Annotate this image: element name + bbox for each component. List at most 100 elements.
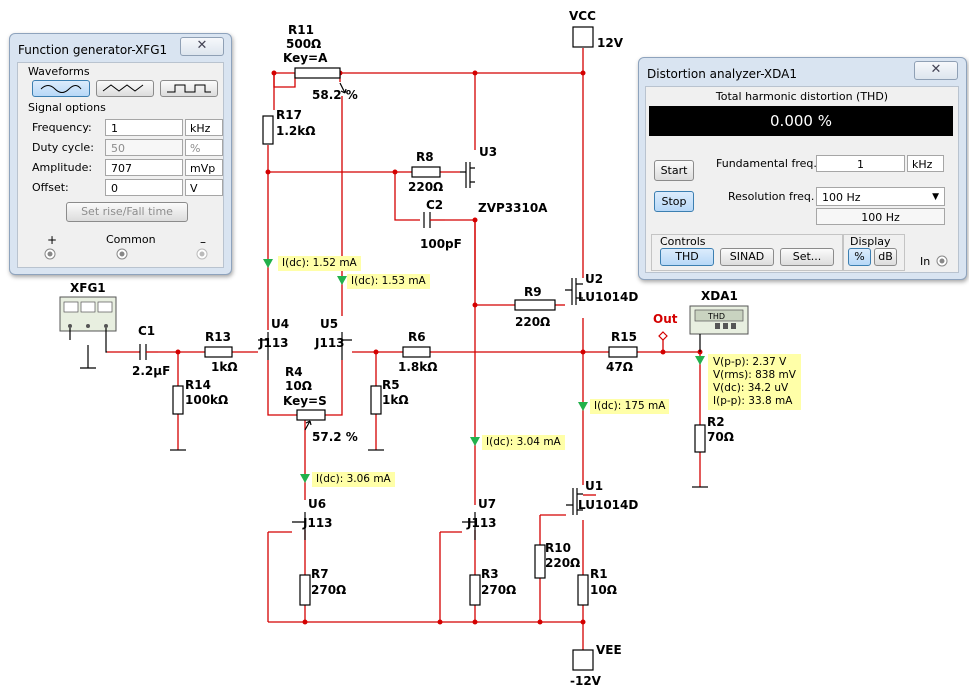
frequency-unit[interactable]: kHz [185, 119, 223, 136]
r4-percent: 57.2 % [312, 430, 358, 444]
r11-value: 500Ω [286, 37, 321, 51]
r6-value: 1.8kΩ [398, 360, 437, 374]
xda1-instrument-icon[interactable] [689, 305, 749, 352]
r7-resistor[interactable] [299, 574, 311, 606]
frequency-label: Frequency: [32, 121, 92, 134]
r13-value: 1kΩ [211, 360, 238, 374]
r2-name: R2 [707, 415, 725, 429]
square-wave-button[interactable] [160, 80, 218, 97]
probe-note-u2: I(dc): 175 mA [590, 399, 670, 414]
vee-value: -12V [570, 674, 602, 688]
r10-resistor[interactable] [534, 544, 546, 579]
db-button[interactable]: dB [874, 248, 897, 266]
window-title: Function generator-XFG1 [18, 43, 168, 57]
r1-value: 10Ω [590, 583, 617, 597]
r14-resistor[interactable] [172, 385, 184, 415]
fundamental-freq-unit[interactable]: kHz [907, 155, 944, 172]
u2-name: U2 [585, 272, 603, 286]
probe-note-output: V(p-p): 2.37 V V(rms): 838 mV V(dc): 34.… [708, 354, 801, 410]
r4-potentiometer[interactable] [296, 409, 326, 421]
probe-arrow-icon [695, 356, 705, 365]
input-terminal-icon[interactable] [933, 253, 951, 269]
set-rise-fall-time-button[interactable]: Set rise/Fall time [66, 202, 188, 222]
probe-note-u4: I(dc): 1.52 mA [278, 256, 361, 271]
distortion-analyzer-window[interactable]: Distortion analyzer-XDA1 ✕ Total harmoni… [638, 57, 967, 280]
percent-button[interactable]: % [848, 248, 871, 266]
square-wave-icon [167, 84, 211, 93]
r15-resistor[interactable] [608, 346, 638, 358]
chevron-down-icon: ▼ [932, 192, 939, 202]
function-generator-window[interactable]: Function generator-XFG1 ✕ Waveforms Sign… [9, 33, 232, 275]
minus-terminal-label: – [200, 235, 206, 249]
u2-value: LU1014D [578, 290, 638, 304]
r5-name: R5 [382, 378, 400, 392]
resolution-freq-readout: 100 Hz [816, 208, 945, 225]
r14-name: R14 [185, 378, 211, 392]
start-button[interactable]: Start [654, 160, 694, 181]
u4-value: J113 [258, 336, 289, 350]
display-group [843, 234, 905, 271]
u5-name: U5 [320, 317, 338, 331]
r6-name: R6 [408, 330, 426, 344]
r2-resistor[interactable] [694, 424, 706, 453]
transistor-icon [258, 162, 583, 540]
duty-cycle-label: Duty cycle: [32, 141, 94, 154]
u3-value: ZVP3310A [478, 201, 548, 215]
frequency-input[interactable]: 1 [105, 119, 183, 136]
thd-button[interactable]: THD [660, 248, 714, 266]
r6-resistor[interactable] [402, 346, 431, 358]
fundamental-freq-input[interactable]: 1 [816, 155, 905, 172]
r13-resistor[interactable] [204, 346, 233, 358]
r9-resistor[interactable] [514, 299, 556, 311]
r9-value: 220Ω [515, 315, 550, 329]
triangle-wave-icon [102, 84, 144, 92]
r15-value: 47Ω [606, 360, 633, 374]
out-marker-icon[interactable] [658, 331, 668, 341]
offset-unit[interactable]: V [185, 179, 223, 196]
close-icon[interactable]: ✕ [180, 37, 224, 56]
amplitude-unit[interactable]: mVp [185, 159, 223, 176]
u4-name: U4 [271, 317, 289, 331]
capacitor-icon [139, 212, 431, 360]
distortion-analyzer-panel: Total harmonic distortion (THD) 0.000 % … [645, 86, 959, 273]
r9-name: R9 [524, 285, 542, 299]
probe-output-vpp: V(p-p): 2.37 V [713, 356, 787, 368]
probe-arrow-icon [263, 259, 273, 268]
xda1-label: XDA1 [701, 289, 738, 303]
resolution-freq-value: 100 Hz [822, 191, 861, 204]
amplitude-label: Amplitude: [32, 161, 93, 174]
vcc-value: 12V [597, 36, 624, 50]
triangle-wave-button[interactable] [96, 80, 154, 97]
sinad-button[interactable]: SINAD [720, 248, 774, 266]
resolution-freq-select[interactable]: 100 Hz ▼ [816, 187, 945, 206]
u3-name: U3 [479, 145, 497, 159]
amplitude-input[interactable]: 707 [105, 159, 183, 176]
offset-input[interactable]: 0 [105, 179, 183, 196]
stop-button[interactable]: Stop [654, 191, 694, 212]
resolution-freq-label: Resolution freq. [728, 190, 815, 203]
probe-note-u6: I(dc): 3.06 mA [312, 472, 395, 487]
c2-name: C2 [426, 198, 443, 212]
vcc-source-icon[interactable] [572, 26, 594, 48]
r17-resistor[interactable] [262, 115, 274, 145]
r3-resistor[interactable] [469, 574, 481, 606]
r11-potentiometer[interactable] [294, 67, 341, 79]
c1-name: C1 [138, 324, 155, 338]
r8-resistor[interactable] [411, 166, 441, 178]
duty-cycle-input[interactable]: 50 [105, 139, 183, 156]
duty-cycle-unit: % [185, 139, 223, 156]
vee-source-icon[interactable] [572, 649, 594, 671]
r5-resistor[interactable] [370, 385, 382, 415]
r10-name: R10 [545, 541, 571, 555]
r1-resistor[interactable] [577, 574, 589, 606]
signal-options-label: Signal options [28, 101, 106, 114]
function-generator-panel: Waveforms Signal options Frequency: 1 kH… [17, 62, 224, 268]
sine-wave-button[interactable] [32, 80, 90, 97]
set-button[interactable]: Set... [780, 248, 834, 266]
close-icon[interactable]: ✕ [914, 61, 958, 80]
sine-wave-icon [40, 85, 82, 93]
u7-name: U7 [478, 497, 496, 511]
xfg1-instrument-icon[interactable] [59, 296, 117, 353]
probe-note-u7: I(dc): 3.04 mA [482, 435, 565, 450]
